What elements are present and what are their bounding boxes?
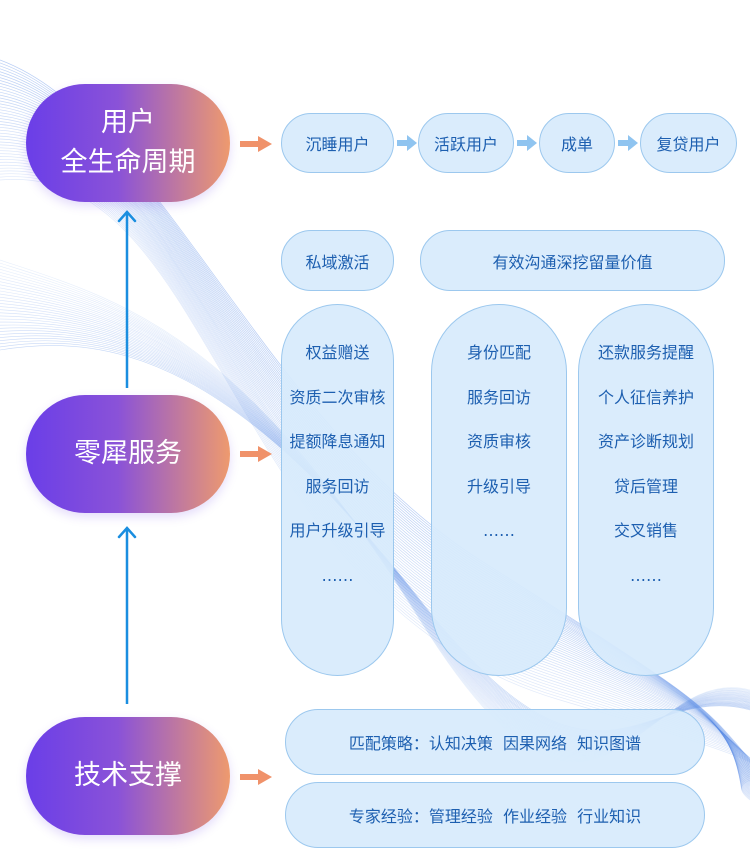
stage-deal: 成单 — [539, 113, 615, 173]
service-label: 零犀服务 — [26, 395, 230, 513]
chevron-right-icon — [618, 135, 638, 151]
lifecycle-label-line1: 用户 — [101, 107, 155, 138]
arrow-up-icon — [117, 526, 137, 704]
lifecycle-label-line2: 全生命周期 — [60, 147, 196, 178]
orange-arrow-icon — [240, 136, 272, 152]
service-item: 贷后管理 — [613, 476, 678, 496]
service-item: …… — [630, 565, 662, 585]
service-item: 用户升级引导 — [289, 521, 386, 540]
service-item: 交叉销售 — [613, 521, 678, 540]
service-item: 身份匹配 — [466, 343, 531, 362]
service-column-2: 身份匹配服务回访资质审核升级引导 …… — [431, 304, 567, 676]
service-item: …… — [483, 521, 515, 540]
service-item: 服务回访 — [466, 387, 531, 407]
tech-expert-experience: 专家经验：管理经验 作业经验 行业知识 — [285, 782, 705, 848]
stage-repeat-loan-user: 复贷用户 — [640, 113, 737, 173]
chevron-right-icon — [517, 135, 537, 151]
tech-label: 技术支撑 — [26, 717, 230, 835]
service-item: 服务回访 — [305, 476, 370, 496]
private-domain-activation: 私域激活 — [281, 230, 394, 291]
tech-label-text: 技术支撑 — [74, 760, 182, 791]
lifecycle-label: 用户 全生命周期 — [26, 84, 230, 202]
service-label-text: 零犀服务 — [74, 438, 182, 469]
chevron-right-icon — [397, 135, 417, 151]
private-domain-value: 有效沟通深挖留量价值 — [420, 230, 725, 291]
service-item: 资质二次审核 — [289, 387, 386, 407]
service-item: 升级引导 — [466, 476, 531, 496]
orange-arrow-icon — [240, 446, 272, 462]
arrow-up-icon — [117, 210, 137, 388]
service-item: 提额降息通知 — [289, 432, 386, 451]
orange-arrow-icon — [240, 769, 272, 785]
service-item: 个人征信养护 — [597, 387, 694, 407]
service-item: 还款服务提醒 — [597, 343, 694, 362]
service-column-3: 还款服务提醒个人征信养护资产诊断规划贷后管理交叉销售 …… — [578, 304, 714, 676]
service-item: 资产诊断规划 — [597, 432, 694, 451]
service-column-1: 权益赠送资质二次审核提额降息通知服务回访用户升级引导 …… — [281, 304, 394, 676]
stage-active-user: 活跃用户 — [418, 113, 514, 173]
service-item: 权益赠送 — [305, 343, 370, 362]
tech-matching-strategy: 匹配策略：认知决策 因果网络 知识图谱 — [285, 709, 705, 775]
stage-dormant-user: 沉睡用户 — [281, 113, 394, 173]
service-item: 资质审核 — [466, 432, 531, 451]
service-item: …… — [321, 565, 354, 585]
